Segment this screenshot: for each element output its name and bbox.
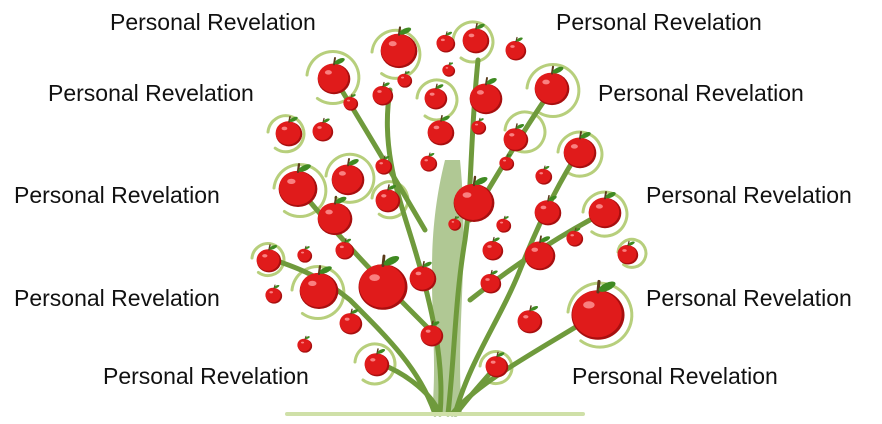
apple-icon bbox=[436, 31, 455, 53]
apple-icon bbox=[496, 216, 511, 233]
apple-icon bbox=[318, 57, 351, 95]
label-bottom-right: Personal Revelation bbox=[572, 362, 778, 390]
apple-icon bbox=[297, 246, 312, 263]
apple-icon bbox=[373, 82, 394, 106]
label-top-right: Personal Revelation bbox=[556, 8, 762, 36]
label-bottom-left: Personal Revelation bbox=[103, 362, 309, 390]
label-middle-left: Personal Revelation bbox=[14, 181, 220, 209]
tree-trunk bbox=[268, 60, 605, 414]
label-middle-right: Personal Revelation bbox=[646, 181, 852, 209]
label-lower-right: Personal Revelation bbox=[646, 284, 852, 312]
apple-icon bbox=[365, 348, 390, 376]
apple-icon bbox=[425, 83, 448, 109]
apple-icon bbox=[335, 238, 354, 260]
apple-icon bbox=[535, 195, 562, 226]
apple-icon bbox=[483, 237, 504, 261]
label-lower-left: Personal Revelation bbox=[14, 284, 220, 312]
apple-icon bbox=[518, 305, 543, 333]
apple-icon bbox=[313, 118, 334, 142]
apple-icon bbox=[297, 336, 312, 353]
apple-icon bbox=[265, 284, 282, 303]
apple-icon bbox=[420, 152, 437, 171]
apple-icon bbox=[535, 65, 570, 105]
label-upper-right: Personal Revelation bbox=[598, 79, 804, 107]
apple-icon bbox=[506, 37, 527, 61]
apple-icon bbox=[332, 158, 365, 196]
apple-icon bbox=[442, 62, 455, 77]
ground-line bbox=[285, 412, 585, 416]
label-top-left: Personal Revelation bbox=[110, 8, 316, 36]
apple-icon bbox=[535, 165, 552, 184]
label-upper-left: Personal Revelation bbox=[48, 79, 254, 107]
apple-icon bbox=[481, 270, 502, 294]
